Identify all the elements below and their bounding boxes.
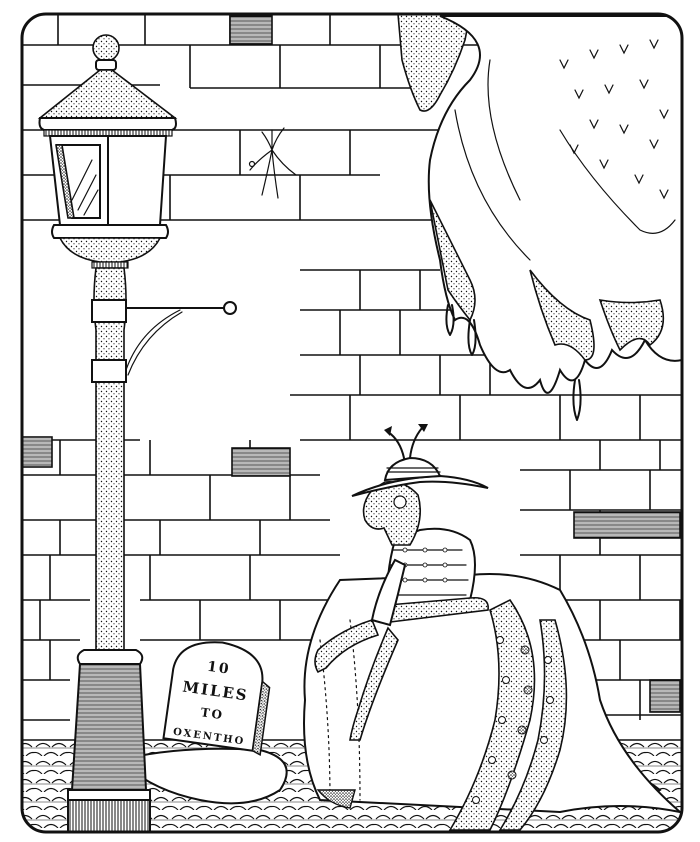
wall-weed: [248, 127, 297, 199]
illustration-frame: [20, 12, 684, 834]
street-lamp: [37, 34, 237, 832]
brick-wall: [22, 14, 682, 721]
monkey-lady-figure: [303, 424, 682, 831]
hanging-moss: [397, 14, 682, 421]
milestone-distance: 10: [206, 659, 231, 678]
milestone: 10 MILES TO OXENTHO: [162, 641, 271, 757]
milestone-preposition: TO: [200, 705, 225, 722]
frame-contents: 10 MILES TO OXENTHO: [22, 14, 682, 832]
